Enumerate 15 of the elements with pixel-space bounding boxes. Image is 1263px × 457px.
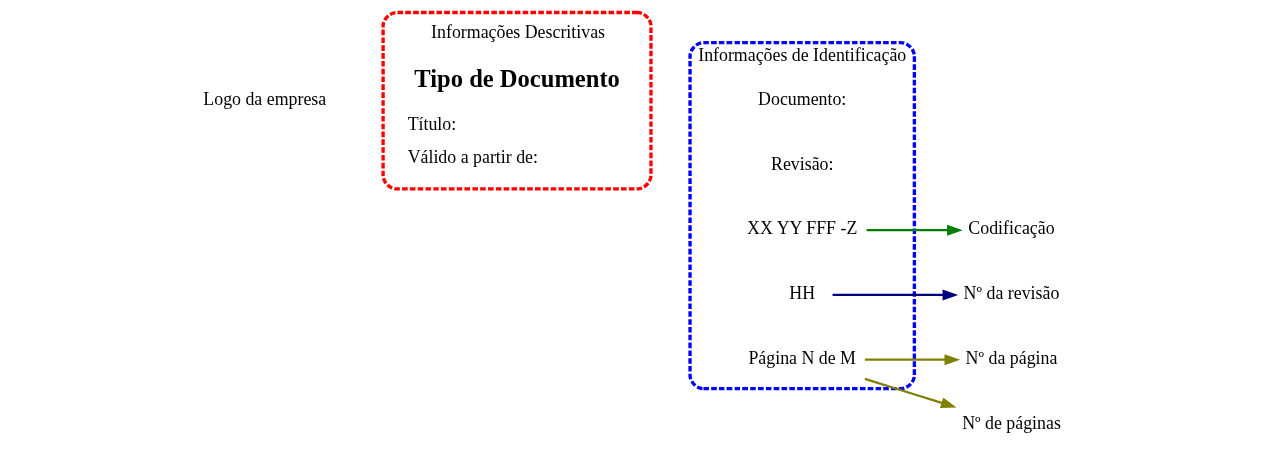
node-text: HH — [788, 283, 815, 304]
label: Documento: — [757, 88, 846, 109]
arrow — [864, 354, 960, 366]
node-text: Nº de páginas — [961, 412, 1061, 433]
node-text: Página N de M — [747, 347, 856, 368]
arrow — [866, 224, 963, 236]
node-box: Informações Descritivas Tipo de Documento Título: Válido a partir de: — [380, 10, 653, 191]
node-text: Nº da página — [965, 347, 1057, 368]
arrow — [864, 377, 957, 409]
arrow — [832, 289, 958, 301]
label: Revisão: — [770, 153, 833, 174]
node-text: Nº da revisão — [963, 283, 1059, 304]
node-text: Codificação — [967, 218, 1055, 239]
label: Logo da empresa — [202, 88, 326, 109]
node-text: XX YY FFF -Z — [746, 218, 857, 239]
